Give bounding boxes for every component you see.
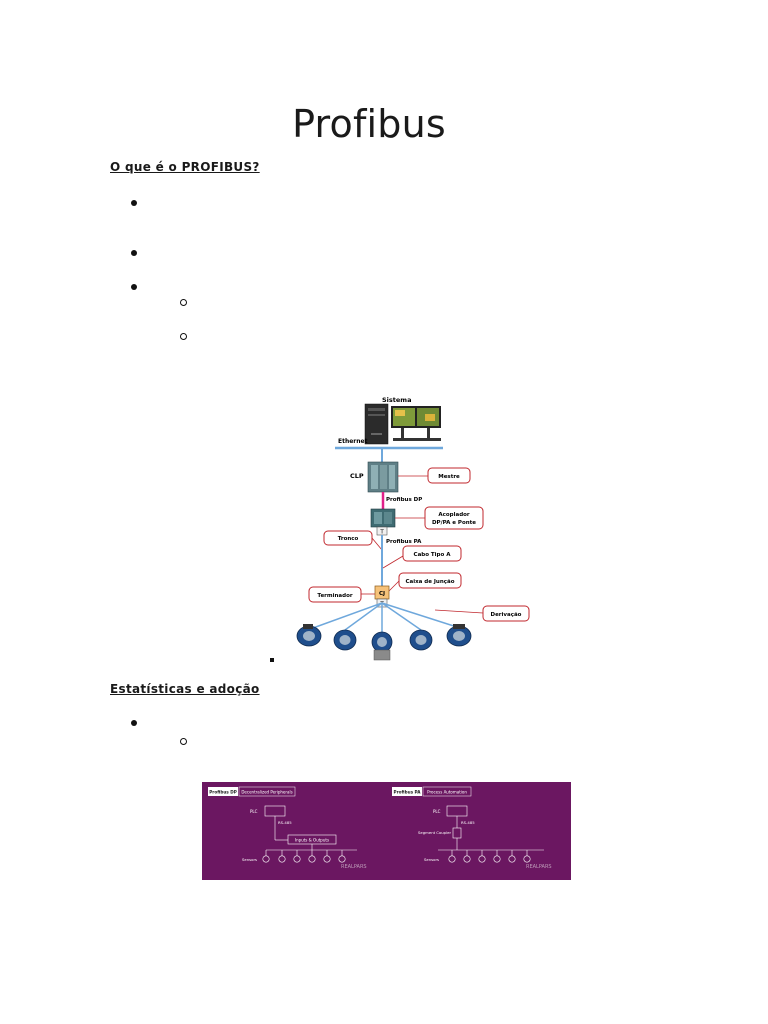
- tab-subtitle-dp: Decentralized Peripherals: [241, 790, 292, 795]
- tab-profibus-dp: Profibus DP: [209, 790, 237, 795]
- diagram-background: [202, 782, 571, 880]
- label-profibus-dp: Profibus DP: [386, 497, 422, 503]
- label-profibus-pa: Profibus PA: [386, 539, 422, 545]
- label-segment-coupler: Segment Coupler: [418, 830, 451, 835]
- list-bullet: [131, 250, 137, 256]
- watermark-right: REALPARS: [526, 864, 552, 870]
- label-mestre: Mestre: [438, 474, 460, 480]
- sub-list-bullet: [180, 299, 187, 306]
- label-cabo-tipo-a: Cabo Tipo A: [414, 552, 452, 558]
- label-caixa-juncao: Caixa de Junção: [405, 579, 454, 585]
- label-io: Inputs & Outputs: [295, 838, 329, 843]
- sensor-icons-dp: [262, 850, 346, 863]
- callout-caixa-juncao: [398, 572, 462, 589]
- junction-box-cj-mark: CJ: [379, 591, 385, 597]
- label-plc-dp: PLC: [250, 809, 258, 814]
- callout-derivacao: [482, 605, 530, 622]
- label-ethernet: Ethernet: [338, 438, 368, 445]
- label-sensors-dp: Sensors: [242, 857, 257, 862]
- list-bullet-square: [270, 658, 274, 662]
- tab-profibus-pa: Profibus PA: [394, 790, 422, 795]
- field-device-icon: [371, 631, 393, 661]
- section-heading-statistics: Estatísticas e adoção: [110, 682, 260, 696]
- label-terminador: Terminador: [317, 593, 352, 599]
- sub-list-bullet: [180, 333, 187, 340]
- list-bullet: [131, 720, 137, 726]
- sensor-icons-pa: [448, 850, 531, 863]
- profibus-pa-panel: Profibus PA Process Automation PLC RS-48…: [392, 786, 552, 870]
- tab-subtitle-pa: Process Automation: [427, 790, 467, 795]
- field-device-icon: [409, 629, 433, 651]
- label-plc-pa: PLC: [433, 809, 441, 814]
- spur-lines: [312, 602, 461, 632]
- profibus-dp-panel: Profibus DP Decentralized Peripherals PL…: [208, 786, 367, 870]
- callout-terminador: [308, 586, 362, 603]
- field-device-icon: [296, 624, 322, 647]
- coupler-icon: [370, 508, 396, 528]
- section-heading-what-is-profibus: O que é o PROFIBUS?: [110, 160, 260, 174]
- field-device-icon: [446, 624, 472, 647]
- label-derivacao: Derivação: [491, 612, 522, 618]
- label-acoplador-dp-pa: DP/PA e Ponte: [432, 520, 476, 526]
- profibus-dp-pa-diagram: Profibus DP Decentralized Peripherals PL…: [202, 782, 571, 880]
- label-sistema: Sistema: [382, 396, 411, 404]
- pc-tower-icon: [364, 403, 389, 445]
- label-rs485-dp: RS-485: [278, 820, 292, 825]
- terminator-t-mark: T: [379, 530, 384, 536]
- label-acoplador: Acoplador: [438, 512, 470, 518]
- callout-acoplador: [424, 506, 484, 530]
- monitor-icon: [391, 406, 441, 441]
- label-tronco: Tronco: [338, 536, 359, 542]
- callout-cabo-tipo-a: [402, 545, 462, 562]
- list-bullet: [131, 200, 137, 206]
- label-sensors-pa: Sensors: [424, 857, 439, 862]
- watermark-left: REALPARS: [341, 864, 367, 870]
- label-clp: CLP: [350, 472, 364, 480]
- sub-list-bullet: [180, 738, 187, 745]
- label-rs485-pa: RS-485: [461, 820, 475, 825]
- callout-mestre: [427, 467, 471, 484]
- list-bullet: [131, 284, 137, 290]
- field-device-icon: [333, 629, 357, 651]
- document-title: Profibus: [292, 102, 446, 146]
- profibus-network-diagram: Sistema Ethernet CLP Mestre Profibus DP: [296, 396, 530, 661]
- plc-icon: [367, 461, 399, 493]
